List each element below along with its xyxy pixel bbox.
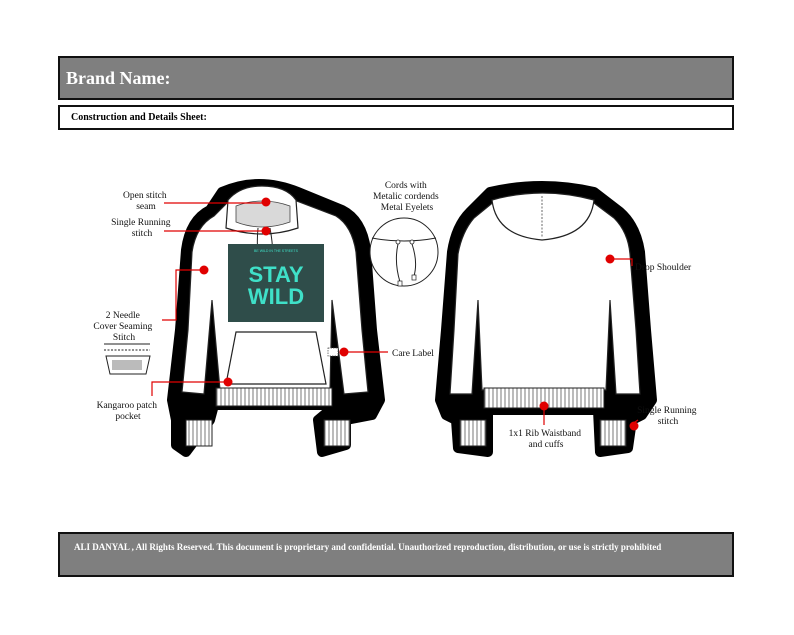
callout-dot: [339, 347, 349, 357]
copyright-notice: ALI DANYAL , All Rights Reserved. This d…: [74, 542, 662, 552]
callout-dot: [223, 377, 233, 387]
callout-care-label: Care Label: [392, 349, 434, 359]
callout-single-running-front: Single Running stitch: [111, 218, 173, 239]
callout-dot: [261, 226, 271, 236]
stay-wild-graphic: [228, 244, 324, 322]
back-hoodie: [435, 181, 657, 457]
brand-name-title: Brand Name:: [66, 68, 171, 88]
header-bar: Brand Name:: [58, 56, 734, 100]
stitch-detail: [104, 343, 151, 375]
callout-open-stitch: Open stitch seam: [123, 191, 169, 212]
sheet-title: Construction and Details Sheet:: [71, 112, 207, 123]
callout-rib: 1x1 Rib Waistband and cuffs: [509, 429, 584, 450]
callout-drop-shoulder: Drop Shoulder: [635, 263, 692, 273]
footer-bar: ALI DANYAL , All Rights Reserved. This d…: [58, 532, 734, 577]
callout-dot: [539, 401, 549, 411]
callout-cords: Cords with Metalic cordends Metal Eyelet…: [373, 181, 441, 213]
callout-lines: [151, 202, 639, 425]
callout-dots: [199, 197, 639, 431]
callout-dot: [605, 254, 615, 264]
callout-dot: [199, 265, 209, 275]
subheader-bar: Construction and Details Sheet:: [58, 105, 734, 130]
cord-detail-circle: [369, 217, 439, 287]
callout-single-running-back: Single Running stitch: [637, 406, 699, 427]
callout-kangaroo: Kangaroo patch pocket: [97, 401, 160, 422]
callout-dot: [629, 421, 639, 431]
graphic-subtext: BE WILD IN THE STREETS: [254, 249, 299, 253]
callout-needle-cover: 2 Needle Cover Seaming Stitch: [93, 311, 154, 343]
callout-dot: [261, 197, 271, 207]
